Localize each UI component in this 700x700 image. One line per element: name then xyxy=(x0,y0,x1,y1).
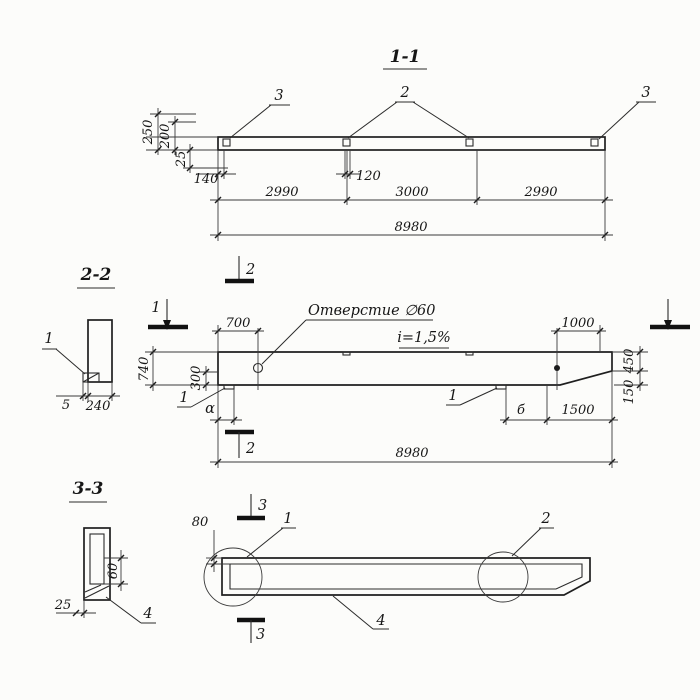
dim-250: 250 xyxy=(141,120,156,146)
section-mark-1-right xyxy=(650,299,690,330)
dim-700: 700 xyxy=(226,316,251,331)
dim-60: 60 xyxy=(106,563,121,580)
callout-3-right: 3 xyxy=(641,85,650,101)
dim-ticks xyxy=(79,392,116,400)
section-title-3-3: 3-3 xyxy=(73,479,104,499)
dim-lines-top xyxy=(212,325,606,352)
dim-5: 5 xyxy=(62,398,70,413)
callout-2: 2 xyxy=(399,85,409,101)
dim-200: 200 xyxy=(158,124,173,150)
hole-dot xyxy=(554,365,560,371)
callout-leader xyxy=(55,348,86,375)
section-3-3-outer xyxy=(83,527,111,601)
label-leader xyxy=(261,319,307,365)
detail-circle-left xyxy=(203,547,263,607)
dim-ticks xyxy=(210,554,218,568)
dim-300: 300 xyxy=(189,366,204,391)
section-mark-label: 2 xyxy=(245,441,255,457)
callout-leader xyxy=(332,595,374,630)
callout-leader xyxy=(511,527,542,557)
section-3-3-view: 3-3 60 25 4 xyxy=(54,479,156,624)
dim-150: 150 xyxy=(622,380,637,405)
section-3-3-cavity xyxy=(89,533,105,585)
dim-740: 740 xyxy=(137,357,152,382)
bottom-plan-view: 3 3 80 1 2 4 xyxy=(192,494,591,643)
dim-25: 25 xyxy=(54,598,72,613)
callout-1: 1 xyxy=(283,511,292,527)
callout-leader xyxy=(412,101,470,139)
section-mark-label: 3 xyxy=(258,498,267,514)
beam-elevation-outline xyxy=(217,351,613,386)
dim-2990-left: 2990 xyxy=(264,185,298,200)
callout-leader xyxy=(246,527,284,558)
dim-1000: 1000 xyxy=(561,316,594,331)
bearing-plate xyxy=(82,372,100,383)
dim-80: 80 xyxy=(192,515,209,530)
elevation-view: 2 2 1 Отверстие ∅60 xyxy=(137,256,690,468)
bottom-view-cavity xyxy=(229,563,583,590)
section-mark-1-left: 1 xyxy=(148,299,188,330)
callout-leader xyxy=(105,596,142,624)
callout-4: 4 xyxy=(375,613,385,629)
hole-label: Отверстие ∅60 xyxy=(308,303,435,319)
view-section-1-1: 1-1 3 2 3 xyxy=(141,47,656,241)
callout-3-left: 3 xyxy=(274,88,283,104)
dim-ticks xyxy=(72,554,125,617)
detail-circle-right xyxy=(477,551,529,603)
section-mark-2-bottom: 2 xyxy=(225,429,255,458)
section-mark-3-top: 3 xyxy=(237,494,267,521)
dim-2990-right: 2990 xyxy=(523,185,557,200)
dim-ticks xyxy=(149,327,644,466)
dim-lines-bottom xyxy=(210,371,618,468)
section-mark-label: 3 xyxy=(256,627,265,643)
dim-450: 450 xyxy=(622,349,637,375)
dim-letter-b: б xyxy=(517,403,525,418)
section-mark-3-bottom: 3 xyxy=(237,617,265,643)
callout-1-left: 1 xyxy=(179,390,188,406)
slope-label: i=1,5% xyxy=(397,330,451,346)
dim-140: 140 xyxy=(194,172,219,187)
dim-1500: 1500 xyxy=(561,403,594,418)
section-2-2-outline xyxy=(87,319,113,383)
flange-hatch xyxy=(84,585,110,599)
dim-3000: 3000 xyxy=(395,185,428,200)
dim-8980-plan: 8980 xyxy=(394,220,427,235)
top-plate-mark xyxy=(465,351,474,356)
dim-25: 25 xyxy=(174,151,189,169)
dim-lines-right xyxy=(612,346,648,391)
callout-2: 2 xyxy=(540,511,550,527)
bottom-plate-right xyxy=(495,384,507,390)
flange-hatch xyxy=(84,584,102,593)
section-2-2-view: 2-2 1 5 240 xyxy=(42,265,120,414)
bottom-view-outer xyxy=(221,557,591,596)
dim-8980-elevation: 8980 xyxy=(395,446,428,461)
plate-hatch xyxy=(82,372,100,383)
callout-leader xyxy=(598,101,640,140)
callout-leader xyxy=(347,101,398,139)
dim-240: 240 xyxy=(85,399,111,414)
section-mark-label: 2 xyxy=(245,262,255,278)
dim-ticks xyxy=(154,110,609,239)
callout-leader xyxy=(459,387,498,406)
dim-lines-80 xyxy=(206,530,230,572)
dim-letter-alpha: α xyxy=(205,401,215,417)
section-title-1-1: 1-1 xyxy=(390,47,421,67)
callout-4: 4 xyxy=(142,606,152,622)
embedded-plates xyxy=(222,138,599,147)
callout-1-mid: 1 xyxy=(448,388,457,404)
dim-120: 120 xyxy=(356,169,381,184)
section-mark-2-top: 2 xyxy=(225,256,255,284)
dim-lines-spans xyxy=(210,150,613,241)
callout-leader xyxy=(229,104,272,139)
beam-plan-outline xyxy=(217,136,606,151)
bottom-plate-left xyxy=(223,384,235,390)
callout-1: 1 xyxy=(44,331,53,347)
hole-circle xyxy=(252,362,264,374)
top-plate-mark xyxy=(342,351,351,356)
section-title-2-2: 2-2 xyxy=(80,265,112,285)
section-mark-label: 1 xyxy=(151,300,160,316)
callout-leader xyxy=(190,387,226,408)
